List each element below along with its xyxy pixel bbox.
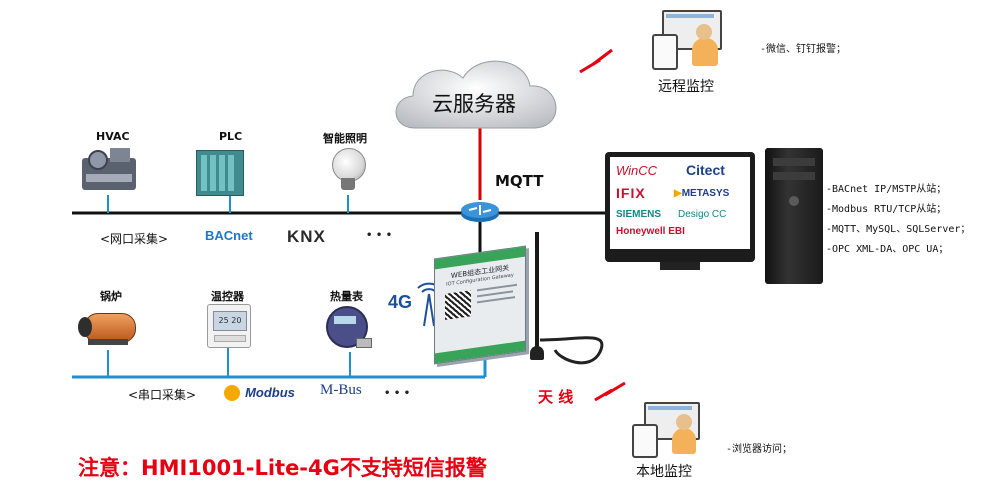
brand-siemens: SIEMENS (616, 209, 662, 220)
cloud-shape (395, 60, 557, 129)
modbus-logo-text: Modbus (245, 385, 295, 400)
brand-desigo: Desigo CC (678, 209, 727, 220)
device-label-thermostat: 温控器 (211, 290, 244, 303)
brand-honeywell: Honeywell EBI (616, 226, 685, 237)
knx-logo: KNX (287, 227, 326, 247)
antenna-icon (530, 232, 544, 372)
server-feature: -BACnet IP/MSTP从站； (826, 184, 947, 195)
brand-metasys: ▶METASYS (674, 188, 730, 199)
modbus-gear-icon (224, 384, 240, 401)
monitor-screen: WinCC Citect IFIX ▶METASYS SIEMENS Desig… (610, 157, 750, 249)
device-label-heatmeter: 热量表 (330, 290, 363, 303)
router-icon (461, 202, 499, 222)
mbus-logo: M-Bus (320, 382, 362, 399)
server-feature-list: -BACnet IP/MSTP从站； -Modbus RTU/TCP从站； -M… (826, 180, 970, 260)
gateway-device: WEB组态工业网关 IOT Configuration Gateway (434, 245, 526, 365)
bulb-icon (330, 148, 366, 194)
remote-note: -微信、钉钉报警； (760, 44, 847, 55)
server-feature: -OPC XML-DA、OPC UA； (826, 244, 949, 255)
device-label-lighting: 智能照明 (323, 132, 367, 145)
server-feature: -MQTT、MySQL、SQLServer； (826, 224, 971, 235)
bacnet-logo-text: BACnet (205, 228, 253, 243)
monitor: WinCC Citect IFIX ▶METASYS SIEMENS Desig… (605, 152, 755, 262)
remote-label: 远程监控 (658, 79, 714, 95)
hvac-icon (82, 148, 136, 194)
qr-code-icon (445, 290, 471, 320)
mbus-logo-text: M-Bus (320, 382, 362, 398)
plc-icon (196, 150, 244, 196)
brand-wincc: WinCC (616, 163, 658, 178)
local-note: -浏览器访问； (726, 444, 793, 455)
boiler-icon (78, 305, 138, 347)
device-label-boiler: 锅炉 (100, 290, 122, 303)
device-label-hvac: HVAC (96, 130, 130, 143)
monitor-stand (660, 262, 700, 270)
modbus-logo: Modbus (224, 382, 295, 401)
power-button-icon (789, 196, 799, 206)
device-label-plc: PLC (219, 130, 243, 143)
knx-logo-text: KNX (287, 227, 326, 246)
ethernet-caption: <网口采集> (100, 232, 169, 246)
heat-meter-icon (322, 302, 372, 350)
server-feature: -Modbus RTU/TCP从站； (826, 204, 947, 215)
thermostat-display: 25 20 (213, 311, 247, 331)
pc-tower (765, 148, 823, 284)
remote-monitor-icon (652, 10, 722, 72)
metasys-triangle-icon: ▶ (674, 188, 682, 199)
ethernet-more: • • • (366, 230, 393, 241)
4g-badge: 4G (388, 292, 413, 312)
local-monitor-icon (630, 402, 700, 460)
local-label: 本地监控 (636, 464, 692, 480)
4g-signal-icon (417, 282, 441, 327)
cloud-label: 云服务器 (432, 92, 516, 116)
serial-more: • • • (384, 388, 411, 399)
notice-text: 注意：HMI1001-Lite-4G不支持短信报警 (78, 456, 487, 480)
brand-ifix: IFIX (616, 185, 646, 201)
mqtt-label: MQTT (495, 172, 544, 190)
brand-citect: Citect (686, 162, 725, 178)
serial-caption: <串口采集> (128, 388, 197, 402)
antenna-label: 天 线 (538, 388, 574, 406)
thermostat-icon: 25 20 (207, 304, 251, 348)
bacnet-logo: BACnet (205, 228, 253, 243)
